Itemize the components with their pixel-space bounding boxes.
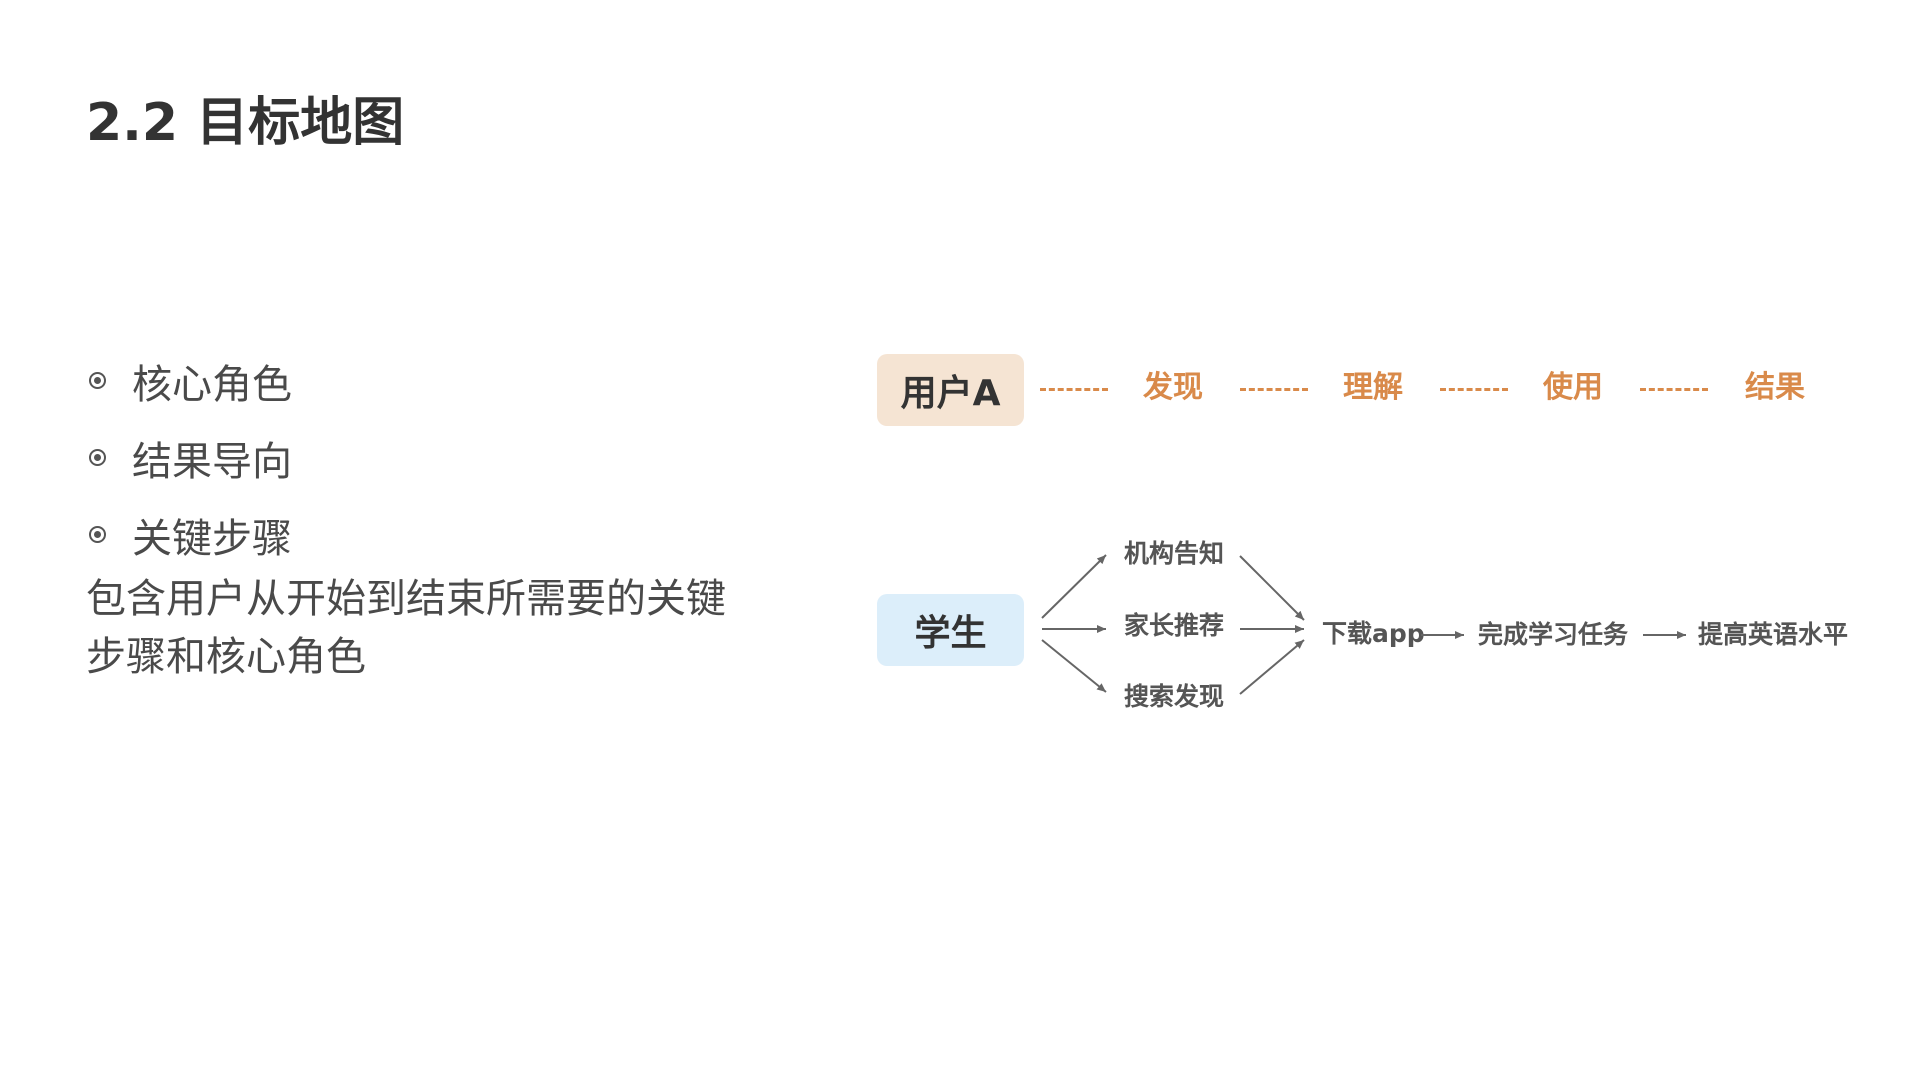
bullet-list: 核心角色 结果导向 关键步骤 [86,342,766,573]
dashed-connector [1040,388,1108,391]
dashed-connector [1640,388,1708,391]
description-line: 包含用户从开始到结束所需要的关键 [86,576,726,622]
bullet-item: 核心角色 [86,342,766,419]
page-title: 2.2 目标地图 [86,93,405,153]
step-use: 使用 [1543,370,1603,405]
chain-complete-tasks: 完成学习任务 [1478,620,1629,649]
arrow-student-to-institution [1041,554,1107,619]
bullet-icon [89,372,106,389]
step-understand: 理解 [1343,370,1403,405]
dashed-connector [1240,388,1308,391]
description: 包含用户从开始到结束所需要的关键 步骤和核心角色 [86,570,766,686]
bullet-icon [89,449,106,466]
chain-download: 下载app [1322,619,1425,648]
arrow-institution-to-download [1239,555,1305,621]
chain-improve-english: 提高英语水平 [1698,620,1849,649]
role-box-student: 学生 [877,594,1024,666]
bullet-item: 结果导向 [86,419,766,496]
step-discover: 发现 [1143,370,1203,405]
bullet-item: 关键步骤 [86,496,766,573]
dashed-connector [1440,388,1508,391]
source-parent: 家长推荐 [1124,611,1225,640]
bullet-label: 关键步骤 [132,515,292,562]
bullet-label: 核心角色 [132,361,292,408]
step-result: 结果 [1745,370,1805,405]
description-line: 步骤和核心角色 [86,634,366,680]
arrow-search-to-download [1239,639,1305,695]
source-institution: 机构告知 [1124,539,1225,568]
source-search: 搜索发现 [1124,682,1225,711]
arrow-student-to-search [1041,639,1107,693]
bullet-label: 结果导向 [132,438,292,485]
role-box-user-a: 用户A [877,354,1024,426]
bullet-icon [89,526,106,543]
